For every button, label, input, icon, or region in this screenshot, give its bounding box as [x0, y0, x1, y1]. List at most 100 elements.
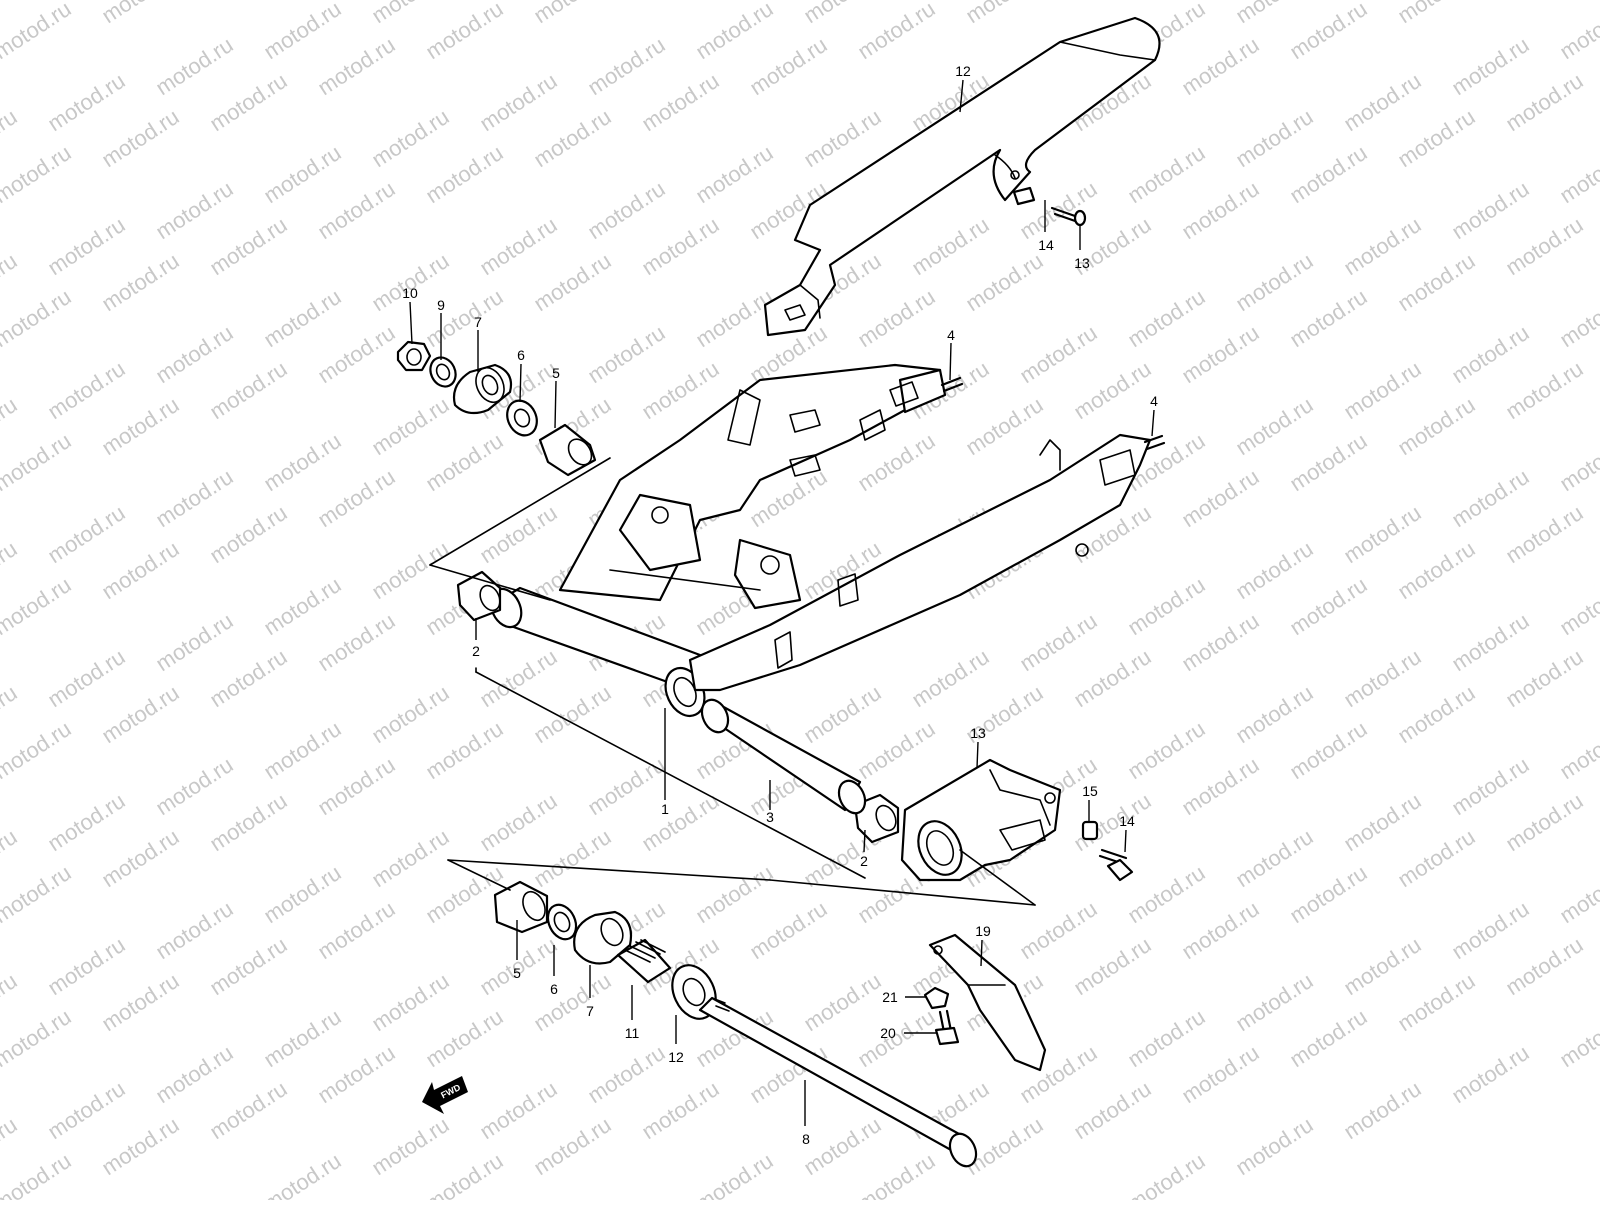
watermark-text: motod.ru: [853, 1148, 939, 1200]
callout-2a: 2: [472, 643, 480, 659]
watermark-text: motod.ru: [583, 320, 669, 388]
callout-7a: 7: [474, 314, 482, 330]
callout-20: 20: [880, 1025, 896, 1041]
watermark-text: motod.ru: [0, 248, 22, 316]
watermark-text: motod.ru: [313, 176, 399, 244]
watermark-text: motod.ru: [475, 68, 561, 136]
watermark-text: motod.ru: [1285, 140, 1371, 208]
watermark-text: motod.ru: [151, 1040, 237, 1108]
watermark-text: motod.ru: [259, 716, 345, 784]
watermark-text: motod.ru: [0, 860, 76, 928]
watermark-text: motod.ru: [1393, 104, 1479, 172]
watermark-text: motod.ru: [637, 788, 723, 856]
watermark-text: motod.ru: [313, 1040, 399, 1108]
watermark-text: motod.ru: [907, 644, 993, 712]
callout-4b: 4: [1150, 393, 1158, 409]
watermark-text: motod.ru: [1555, 860, 1600, 928]
watermark-text: motod.ru: [529, 1112, 615, 1180]
watermark-text: motod.ru: [1177, 176, 1263, 244]
watermark-text: motod.ru: [853, 1004, 939, 1072]
bolt-14: [1098, 848, 1134, 882]
watermark-text: motod.ru: [1231, 1112, 1317, 1180]
watermark-text: motod.ru: [151, 464, 237, 532]
watermark-text: motod.ru: [1501, 932, 1587, 1000]
watermark-text: motod.ru: [475, 500, 561, 568]
watermark-text: motod.ru: [0, 0, 76, 64]
watermark-text: motod.ru: [1177, 608, 1263, 676]
callout-1: 1: [661, 801, 669, 817]
watermark-text: motod.ru: [1285, 860, 1371, 928]
watermark-text: motod.ru: [1285, 284, 1371, 352]
callout-4a: 4: [947, 327, 955, 343]
watermark-text: motod.ru: [745, 32, 831, 100]
watermark-text: motod.ru: [529, 680, 615, 748]
watermark-text: motod.ru: [97, 392, 183, 460]
watermark-text: motod.ru: [1069, 644, 1155, 712]
watermark-text: motod.ru: [367, 104, 453, 172]
watermark-text: motod.ru: [0, 1004, 76, 1072]
watermark-text: motod.ru: [691, 0, 777, 64]
swingarm: [489, 363, 1152, 718]
watermark-text: motod.ru: [1501, 356, 1587, 424]
watermark-text: motod.ru: [1231, 104, 1317, 172]
watermark-text: motod.ru: [259, 428, 345, 496]
callout-12: 12: [668, 1049, 684, 1065]
washer-9: [429, 356, 457, 388]
watermark-text: motod.ru: [1123, 140, 1209, 208]
watermark-text: motod.ru: [43, 932, 129, 1000]
watermark-text: motod.ru: [475, 788, 561, 856]
watermark-text: motod.ru: [313, 752, 399, 820]
watermark-text: motod.ru: [1069, 1076, 1155, 1144]
watermark-text: motod.ru: [1339, 68, 1425, 136]
watermark-text: motod.ru: [961, 392, 1047, 460]
callout-15: 15: [1082, 783, 1098, 799]
watermark-text: motod.ru: [43, 644, 129, 712]
callout-5b: 5: [513, 965, 521, 981]
watermark-text: motod.ru: [583, 1040, 669, 1108]
watermark-text: motod.ru: [205, 1076, 291, 1144]
callout-21: 21: [882, 989, 898, 1005]
watermark-text: motod.ru: [1123, 716, 1209, 784]
watermark-text: motod.ru: [97, 824, 183, 892]
callout-16: 12: [955, 63, 971, 79]
watermark-text: motod.ru: [97, 0, 183, 28]
watermark-text: motod.ru: [205, 500, 291, 568]
callout-2b: 2: [860, 853, 868, 869]
watermark-text: motod.ru: [205, 932, 291, 1000]
watermark-text: motod.ru: [475, 1076, 561, 1144]
watermark-text: motod.ru: [367, 680, 453, 748]
watermark-text: motod.ru: [1231, 536, 1317, 604]
watermark-text: motod.ru: [1501, 68, 1587, 136]
watermark-text: motod.ru: [691, 284, 777, 352]
watermark-text: motod.ru: [1339, 644, 1425, 712]
watermark-text: motod.ru: [691, 1148, 777, 1200]
watermark-text: motod.ru: [1123, 572, 1209, 640]
watermark-text: motod.ru: [205, 788, 291, 856]
watermark-text: motod.ru: [1231, 248, 1317, 316]
watermark-text: motod.ru: [0, 392, 22, 460]
watermark-text: motod.ru: [1501, 644, 1587, 712]
pivot-shaft-8: [698, 996, 978, 1168]
watermark-text: motod.ru: [637, 212, 723, 280]
watermark-text: motod.ru: [367, 968, 453, 1036]
watermark-text: motod.ru: [1555, 140, 1600, 208]
callout-17: 13: [1074, 255, 1090, 271]
watermark-text: motod.ru: [0, 680, 22, 748]
watermark-text: motod.ru: [421, 0, 507, 64]
watermark-text: motod.ru: [583, 176, 669, 244]
callout-11: 11: [625, 1025, 640, 1041]
bolt-20: [934, 1009, 960, 1046]
watermark-text: motod.ru: [0, 824, 22, 892]
watermark-text: motod.ru: [205, 356, 291, 424]
watermark-text: motod.ru: [0, 536, 22, 604]
callout-8: 8: [802, 1131, 810, 1147]
watermark-text: motod.ru: [313, 608, 399, 676]
callout-3: 3: [766, 809, 774, 825]
watermark-text: motod.ru: [853, 284, 939, 352]
callout-18: 14: [1038, 237, 1054, 253]
seal-7b: [573, 910, 633, 965]
watermark-text: motod.ru: [97, 1112, 183, 1180]
watermark-text: motod.ru: [421, 1004, 507, 1072]
watermark-text: motod.ru: [1177, 464, 1263, 532]
